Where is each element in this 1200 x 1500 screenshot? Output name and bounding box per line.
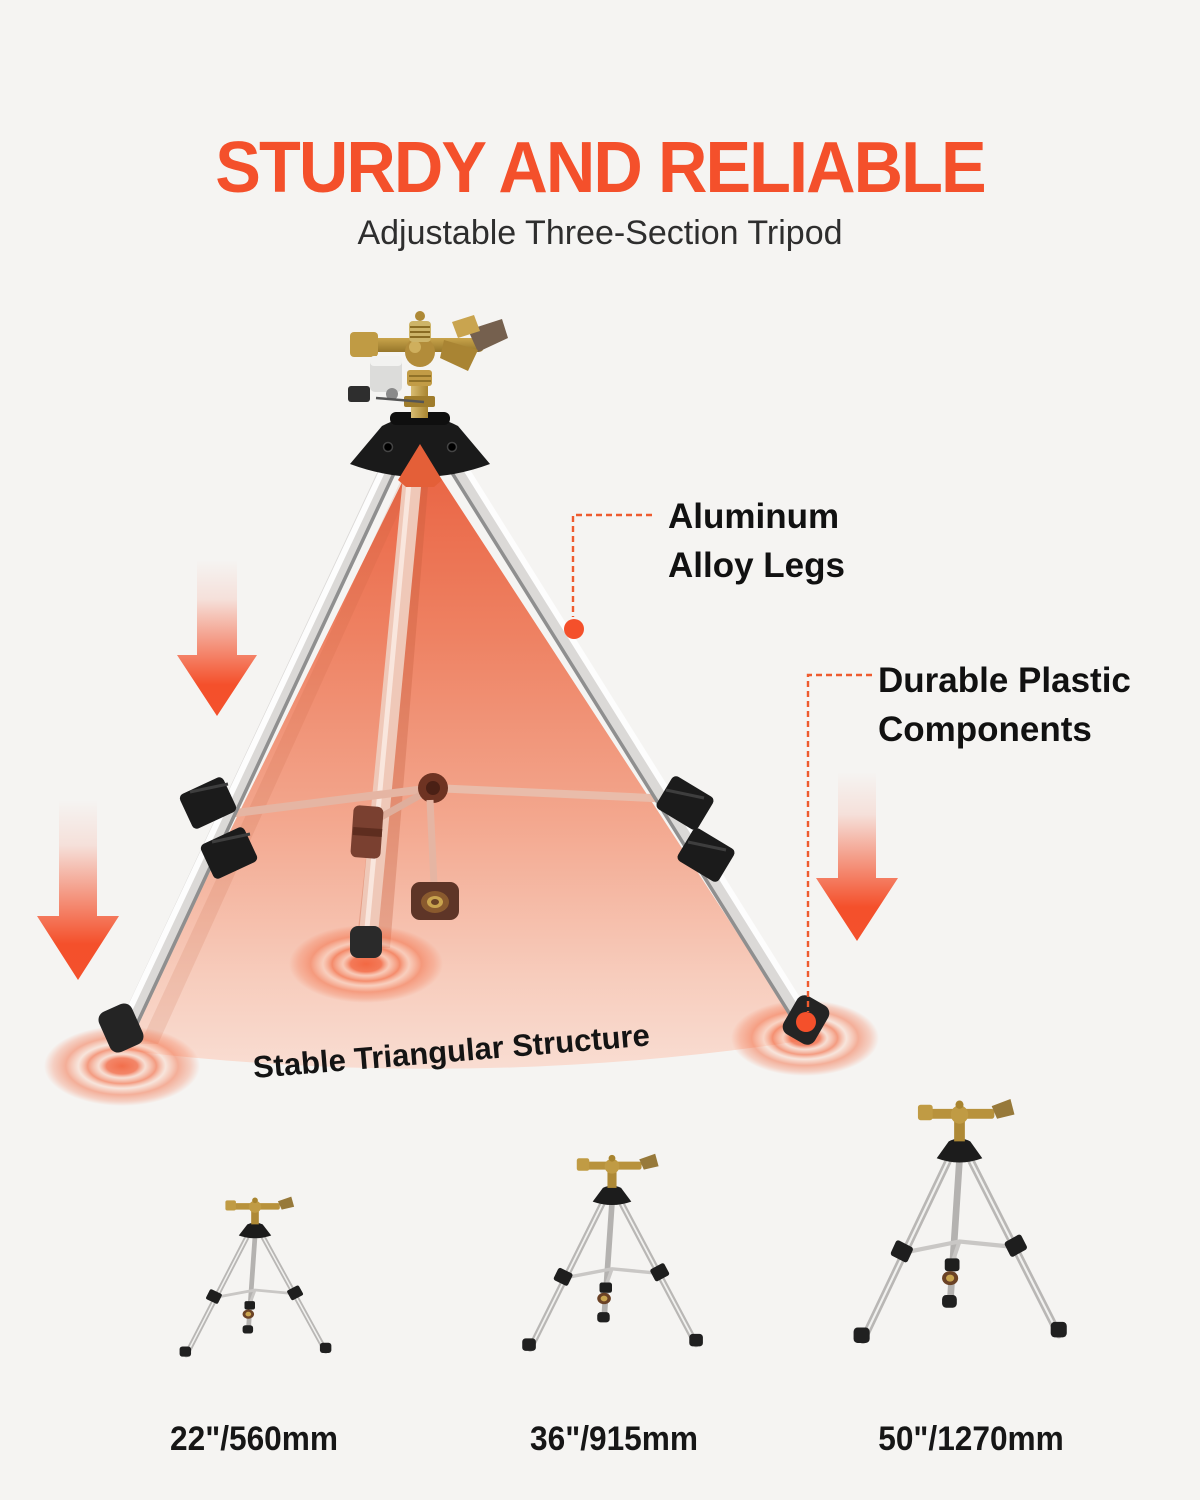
leader-dot-aluminum <box>564 619 584 639</box>
right-leg <box>436 439 816 1037</box>
hose-connector <box>411 882 459 920</box>
annotation-plastic-components: Durable Plastic Components <box>878 656 1131 754</box>
annotation-line: Alloy Legs <box>668 546 845 585</box>
triangle-fill <box>122 446 807 1069</box>
page-subtitle: Adjustable Three-Section Tripod <box>357 214 843 252</box>
main-tripod <box>44 311 879 1106</box>
page-title: STURDY AND RELIABLE <box>215 128 986 209</box>
annotation-aluminum-legs: Aluminum Alloy Legs <box>668 492 845 590</box>
annotation-line: Durable Plastic <box>878 661 1131 700</box>
leg-clamps <box>179 776 735 882</box>
ripple-left <box>44 1026 200 1106</box>
annotation-line: Components <box>878 710 1092 749</box>
left-leg <box>113 439 407 1047</box>
leader-aluminum <box>571 513 652 617</box>
size-label-36in: 36"/915mm <box>530 1420 698 1458</box>
leader-plastic <box>806 673 872 1012</box>
down-arrow-icon <box>816 772 898 941</box>
pressure-arrows <box>37 560 898 980</box>
size-label-22in: 22"/560mm <box>170 1420 338 1458</box>
leader-lines <box>571 513 872 1012</box>
apex-mount <box>350 412 490 487</box>
mini-tripod-50in <box>854 1099 1067 1343</box>
size-label-50in: 50"/1270mm <box>878 1420 1064 1458</box>
annotation-line: Aluminum <box>668 497 840 536</box>
down-arrow-icon <box>177 560 257 716</box>
leader-dot-plastic <box>796 1012 816 1032</box>
sprinkler-head <box>348 311 508 418</box>
ripple-center <box>289 925 443 1003</box>
mini-tripod-36in <box>522 1154 703 1351</box>
down-arrow-icon <box>37 800 119 980</box>
mini-tripod-22in <box>180 1197 332 1357</box>
